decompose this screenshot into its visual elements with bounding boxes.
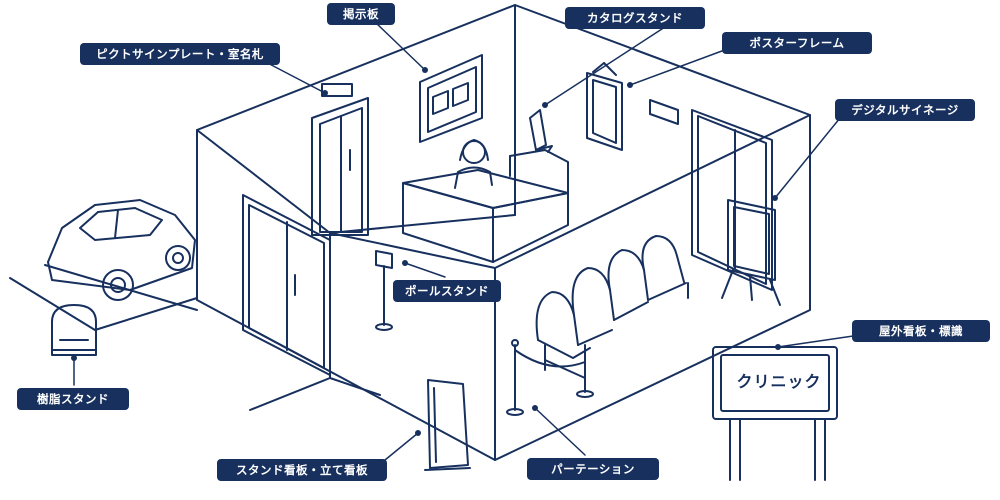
partition-poles	[506, 339, 594, 416]
leader-lines	[73, 21, 861, 461]
label-outdoor-sign: 屋外看板・標識	[852, 320, 990, 342]
receptionist-figure	[454, 139, 493, 189]
label-pictogram-plate: ピクトサインプレート・室名札	[80, 43, 280, 65]
reception-counter	[402, 149, 569, 263]
bulletin-board	[419, 54, 483, 143]
leader-dots	[71, 67, 781, 436]
label-digital-signage: デジタルサイネージ	[835, 99, 975, 121]
digital-signage	[721, 199, 781, 306]
pole-stand	[375, 250, 393, 331]
wall-plate	[649, 99, 679, 125]
car-illustration	[47, 199, 196, 301]
label-pole-stand: ポールスタンド	[393, 280, 501, 302]
label-partition: パーテーション	[527, 458, 659, 480]
parking-lines	[9, 264, 198, 331]
resin-stand	[51, 304, 97, 356]
sign-board-text: クリニック	[736, 372, 822, 391]
stand-sign	[424, 379, 471, 471]
poster-frame	[586, 62, 623, 151]
label-resin-stand: 樹脂スタンド	[17, 388, 129, 410]
outdoor-sign	[712, 346, 838, 481]
pictogram-plate	[321, 83, 353, 97]
elevator-door-left	[242, 194, 331, 376]
catalog-stand	[529, 109, 553, 153]
waiting-chairs	[535, 235, 689, 386]
room-structure	[196, 4, 811, 461]
elevator-door-back	[311, 97, 369, 236]
label-poster-frame: ポスターフレーム	[722, 32, 872, 54]
label-keijiban: 掲示板	[327, 3, 395, 25]
label-stand-sign: スタンド看板・立て看板	[217, 459, 387, 481]
label-catalog-stand: カタログスタンド	[565, 7, 705, 29]
